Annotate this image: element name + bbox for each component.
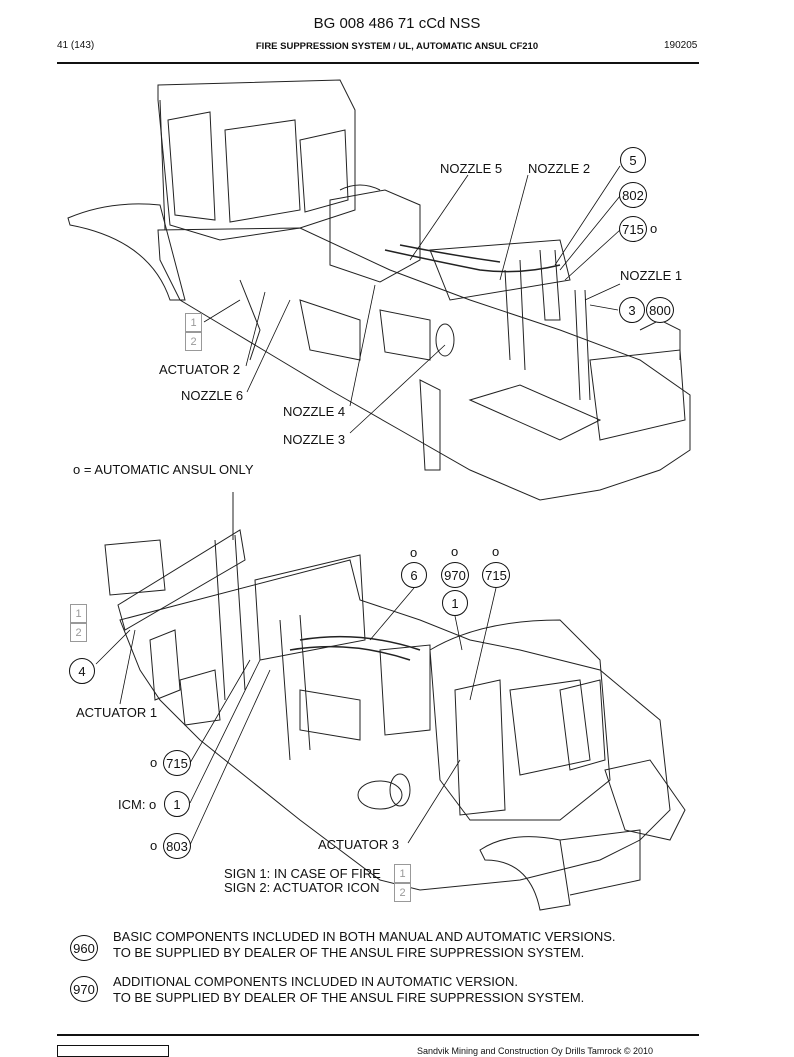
label-nozzle-6: NOZZLE 6 xyxy=(181,388,244,403)
callout-5: 5 xyxy=(620,147,646,173)
sign-2-box-left: 2 xyxy=(70,623,87,642)
label-nozzle-5: NOZZLE 5 xyxy=(440,161,503,176)
note-960-line2: TO BE SUPPLIED BY DEALER OF THE ANSUL FI… xyxy=(113,945,585,960)
sign-1-box-left: 1 xyxy=(70,604,87,623)
header-rule xyxy=(57,62,699,64)
legend-automatic-only: o = AUTOMATIC ANSUL ONLY xyxy=(73,462,254,477)
note-code-970: 970 xyxy=(70,976,98,1002)
note-970-line2: TO BE SUPPLIED BY DEALER OF THE ANSUL FI… xyxy=(113,990,585,1005)
auto-mark-715-top: o xyxy=(492,544,500,559)
document-title: BG 008 486 71 cCd NSS xyxy=(313,15,481,32)
callout-3: 3 xyxy=(619,297,645,323)
sign-2-box-bottom: 2 xyxy=(394,883,411,902)
auto-mark-970: o xyxy=(451,544,459,559)
note-code-960: 960 xyxy=(70,935,98,961)
section-title: FIRE SUPPRESSION SYSTEM / UL, AUTOMATIC … xyxy=(255,41,539,52)
auto-mark-715: o xyxy=(650,221,658,236)
auto-mark-6: o xyxy=(410,545,418,560)
page-number: 41 (143) xyxy=(57,40,95,51)
label-actuator-2: ACTUATOR 2 xyxy=(159,362,241,377)
sign-2-box: 2 xyxy=(185,332,202,351)
footer-rule xyxy=(57,1034,699,1036)
callout-970: 970 xyxy=(441,562,469,588)
sandvik-logo xyxy=(57,1045,169,1057)
auto-mark-715-left: o xyxy=(150,755,158,770)
sign-1-box: 1 xyxy=(185,313,202,332)
callout-1-top: 1 xyxy=(442,590,468,616)
label-nozzle-1: NOZZLE 1 xyxy=(620,268,683,283)
label-nozzle-3: NOZZLE 3 xyxy=(283,432,346,447)
note-960-line1: BASIC COMPONENTS INCLUDED IN BOTH MANUAL… xyxy=(113,929,616,944)
auto-mark-803: o xyxy=(150,838,158,853)
label-icm: ICM: o xyxy=(118,797,157,812)
label-actuator-1: ACTUATOR 1 xyxy=(76,705,158,720)
label-nozzle-4: NOZZLE 4 xyxy=(283,404,346,419)
callout-800: 800 xyxy=(646,297,674,323)
note-970-line1: ADDITIONAL COMPONENTS INCLUDED IN AUTOMA… xyxy=(113,974,518,989)
callout-803: 803 xyxy=(163,833,191,859)
label-nozzle-2: NOZZLE 2 xyxy=(528,161,591,176)
callout-715: 715 xyxy=(619,216,647,242)
callout-715-left: 715 xyxy=(163,750,191,776)
label-sign-2: SIGN 2: ACTUATOR ICON xyxy=(224,880,380,895)
callout-802: 802 xyxy=(619,182,647,208)
footer-copyright: Sandvik Mining and Construction Oy Drill… xyxy=(417,1046,654,1056)
callout-4: 4 xyxy=(69,658,95,684)
sign-1-box-bottom: 1 xyxy=(394,864,411,883)
label-sign-1: SIGN 1: IN CASE OF FIRE xyxy=(224,866,381,881)
callout-715-top: 715 xyxy=(482,562,510,588)
callout-6: 6 xyxy=(401,562,427,588)
revision-code: 190205 xyxy=(664,40,698,51)
label-actuator-3: ACTUATOR 3 xyxy=(318,837,400,852)
callout-1-icm: 1 xyxy=(164,791,190,817)
